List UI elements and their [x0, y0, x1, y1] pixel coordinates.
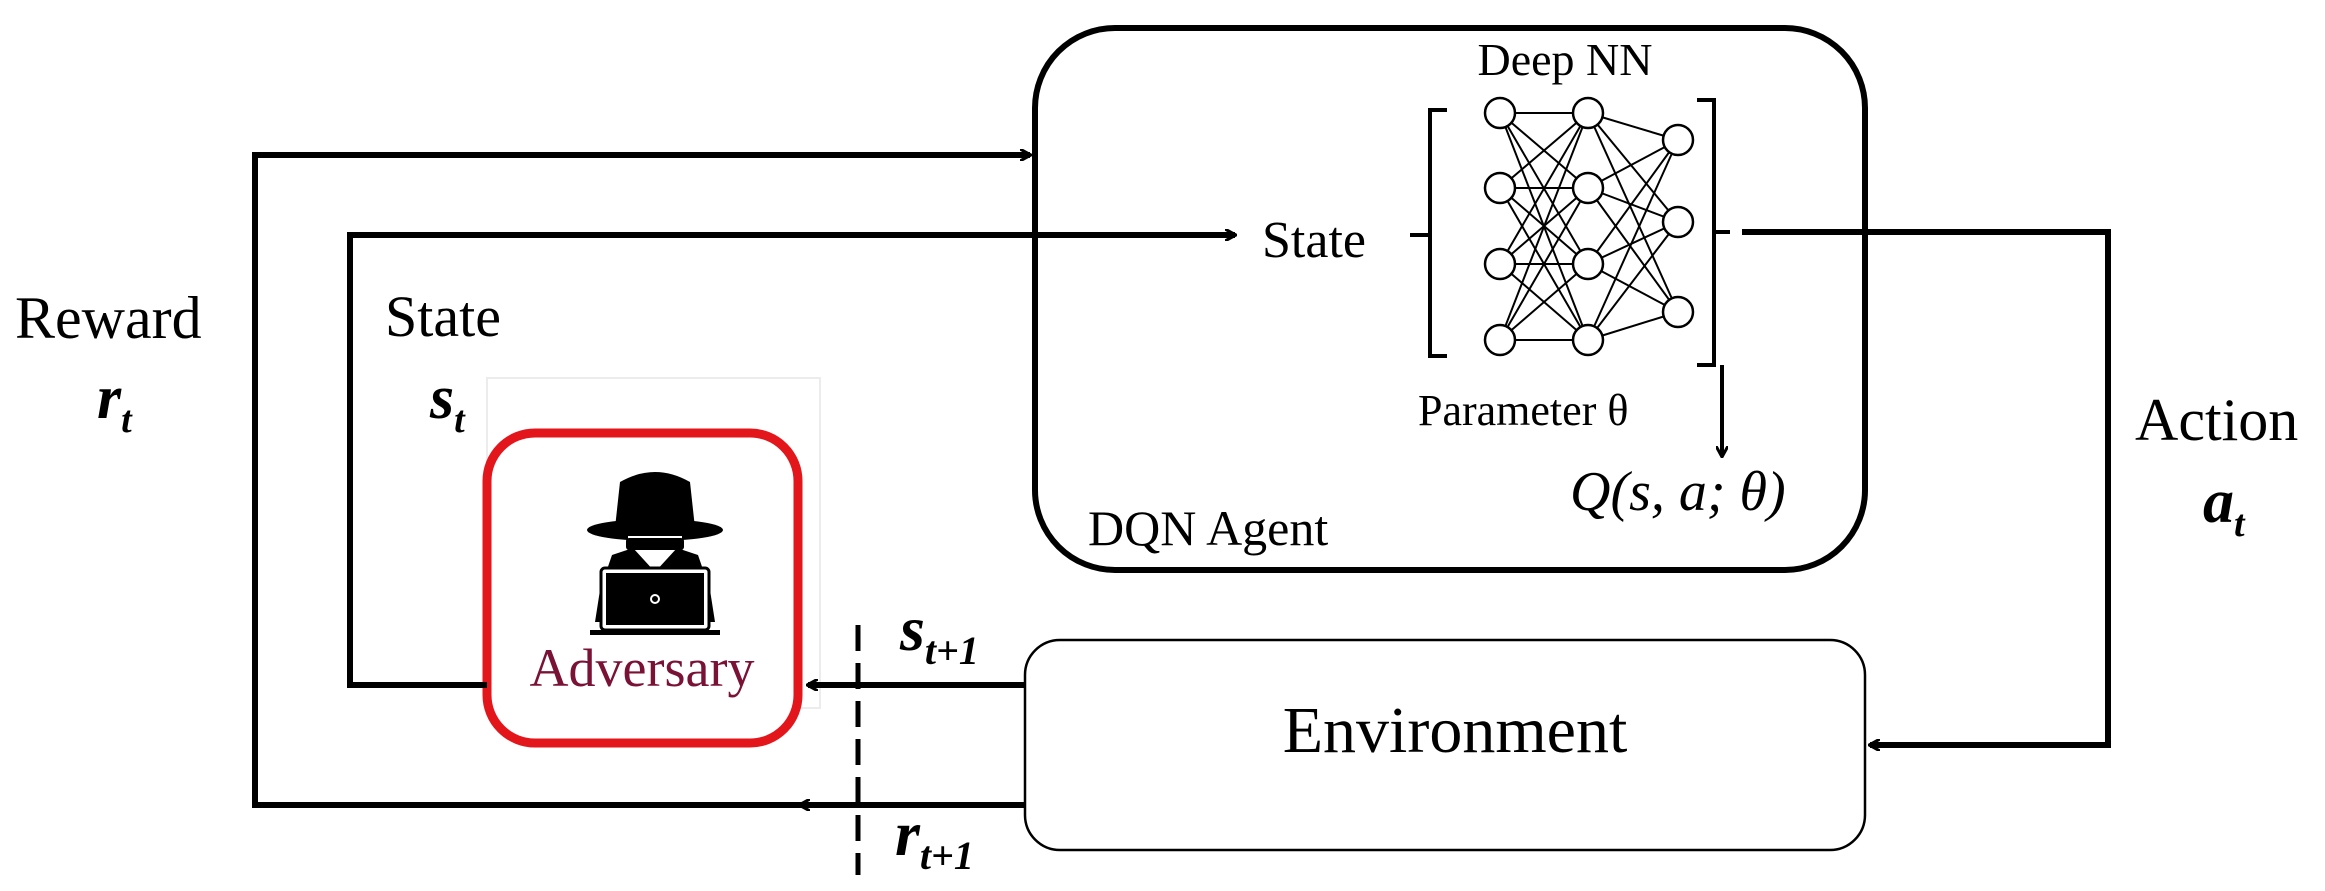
nn-nodes [1483, 96, 1695, 357]
nn-edge [1499, 112, 1589, 265]
reward-symbol-letter: r [97, 364, 122, 432]
next-state-symbol-subscript: t+1 [925, 628, 979, 673]
nn-edge [1499, 263, 1589, 341]
nn-node-layer-1 [1483, 247, 1517, 281]
reward-label: Reward [15, 285, 202, 351]
environment-box [1023, 638, 1867, 852]
next-reward-symbol-subscript: t+1 [920, 833, 974, 878]
nn-edge [1499, 112, 1589, 341]
nn-edge [1587, 112, 1679, 223]
nn-node-layer-3 [1661, 205, 1695, 239]
q-function-label: Q(s, a; θ) [1570, 461, 1786, 523]
nn-edges [1499, 112, 1679, 341]
next-reward-symbol: rt+1 [895, 798, 974, 878]
nn-node-layer-3 [1661, 295, 1695, 329]
nn-edge [1587, 139, 1679, 341]
agent-state-label: State [1262, 212, 1366, 269]
nn-left-bracket [1428, 108, 1447, 358]
next-reward-symbol-letter: r [895, 798, 921, 869]
nn-node-layer-2 [1571, 171, 1605, 205]
nn-node-layer-2 [1571, 323, 1605, 357]
action-symbol-subscript: t [2234, 503, 2246, 545]
nn-edge [1587, 139, 1679, 189]
state-symbol: st [429, 364, 466, 441]
nn-node-layer-1 [1483, 96, 1517, 130]
nn-edge [1587, 187, 1679, 313]
nn-node-layer-2 [1571, 96, 1605, 130]
action-symbol-letter: a [2203, 468, 2234, 536]
reward-feedback-line [252, 155, 1030, 808]
reward-symbol-subscript: t [121, 399, 133, 441]
next-state-symbol-letter: s [899, 593, 925, 664]
deep-nn-label: Deep NN [1478, 34, 1653, 85]
nn-edge [1587, 139, 1679, 265]
next-state-symbol: st+1 [899, 593, 979, 673]
nn-right-bracket [1697, 98, 1716, 367]
nn-edge [1499, 112, 1589, 189]
state-symbol-letter: s [429, 364, 454, 432]
nn-edge [1587, 221, 1679, 265]
environment-label: Environment [1283, 694, 1628, 767]
nn-edge [1587, 263, 1679, 313]
parameter-label: Parameter θ [1418, 386, 1628, 435]
state-symbol-subscript: t [454, 399, 466, 441]
nn-edge [1499, 187, 1589, 341]
action-label: Action [2135, 387, 2298, 453]
neural-network-graphic [1428, 96, 1716, 367]
adversary-label: Adversary [530, 638, 755, 698]
spy-hacker-laptop-icon [587, 472, 723, 635]
nn-edge [1587, 112, 1679, 313]
nn-node-layer-1 [1483, 171, 1517, 205]
nn-node-layer-3 [1661, 123, 1695, 157]
dqn-agent-box [1032, 25, 1868, 573]
reward-symbol: rt [97, 364, 133, 441]
action-symbol: at [2203, 468, 2246, 545]
nn-node-layer-2 [1571, 247, 1605, 281]
state-feedback-line [347, 235, 1235, 688]
dqn-agent-title: DQN Agent [1088, 500, 1328, 556]
action-line [1742, 229, 2111, 745]
nn-node-layer-1 [1483, 323, 1517, 357]
nn-edge [1587, 221, 1679, 341]
state-label: State [385, 284, 501, 349]
